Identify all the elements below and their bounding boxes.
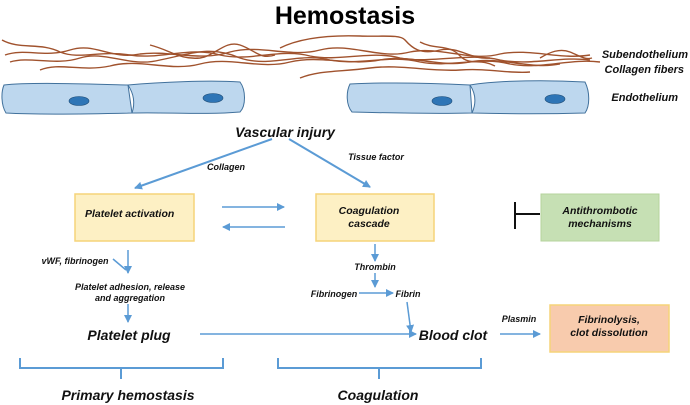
antithrombotic-box <box>540 193 660 242</box>
platelet-adhesion-label-line1: Platelet adhesion, release <box>75 282 185 292</box>
collagen-fiber <box>539 49 593 60</box>
cell-nucleus <box>202 93 224 103</box>
platelet-adhesion-label-line2: and aggregation <box>95 293 166 303</box>
arrow-vwf-to-adhesion <box>112 258 127 271</box>
collagen-fiber <box>299 66 531 79</box>
platelet-plug-label: Platelet plug <box>87 327 171 343</box>
fibrin-label: Fibrin <box>396 289 421 299</box>
subendothelium-label: Subendothelium <box>602 49 688 61</box>
plasmin-edge-label: Plasmin <box>502 314 537 324</box>
fibrinolysis-box <box>549 304 670 353</box>
arrow-injury-to-platelet-activation <box>134 138 273 190</box>
diagram-title: Hemostasis <box>275 2 415 30</box>
primary-hemostasis-label: Primary hemostasis <box>61 387 194 403</box>
platelet-activation-box <box>74 193 195 242</box>
vascular-injury-label: Vascular injury <box>235 124 336 140</box>
antithrombotic-label-line1: Antithrombotic <box>561 205 637 217</box>
thrombin-label: Thrombin <box>354 262 396 272</box>
collagen-fiber <box>279 35 491 59</box>
fibrinolysis-label-line2: clot dissolution <box>570 327 648 339</box>
primary-hemostasis-bracket <box>19 358 224 379</box>
coagulation-label: Coagulation <box>338 387 419 403</box>
antithrombotic-label-line2: mechanisms <box>568 218 632 230</box>
arrow-fibrin-to-clot <box>406 301 415 333</box>
collagen-fiber <box>9 50 601 67</box>
collagen-fibers-label: Collagen fibers <box>605 64 684 76</box>
coagulation-bracket <box>277 358 482 379</box>
coagulation-cascade-label-line1: Coagulation <box>339 205 400 217</box>
endothelial-cell <box>469 80 590 115</box>
endothelium-layer <box>1 80 590 115</box>
platelet-activation-label: Platelet activation <box>85 208 174 220</box>
cell-nucleus <box>68 96 90 106</box>
coagulation-cascade-box <box>315 193 435 242</box>
collagen-fiber <box>39 57 561 71</box>
blood-clot-label: Blood clot <box>419 327 489 343</box>
endothelial-cell <box>1 82 133 115</box>
arrow-injury-to-coagulation <box>288 138 371 188</box>
endothelium-label: Endothelium <box>611 92 678 104</box>
collagen-fiber <box>4 47 591 57</box>
collagen-fibers <box>1 35 601 79</box>
vwf-fibrinogen-edge-label: vWF, fibrinogen <box>42 256 109 266</box>
cell-nucleus <box>431 96 453 106</box>
collagen-edge-label: Collagen <box>207 162 246 172</box>
collagen-fiber <box>149 43 276 59</box>
tissue-factor-edge-label: Tissue factor <box>348 152 404 162</box>
fibrinogen-label: Fibrinogen <box>311 289 358 299</box>
collagen-fiber <box>1 39 591 63</box>
coagulation-cascade-label-line2: cascade <box>348 218 390 230</box>
endothelial-cell <box>127 80 245 114</box>
collagen-fiber <box>419 41 496 67</box>
cell-nucleus <box>544 94 566 104</box>
endothelial-cell <box>346 82 473 114</box>
fibrinolysis-label-line1: Fibrinolysis, <box>578 314 640 326</box>
